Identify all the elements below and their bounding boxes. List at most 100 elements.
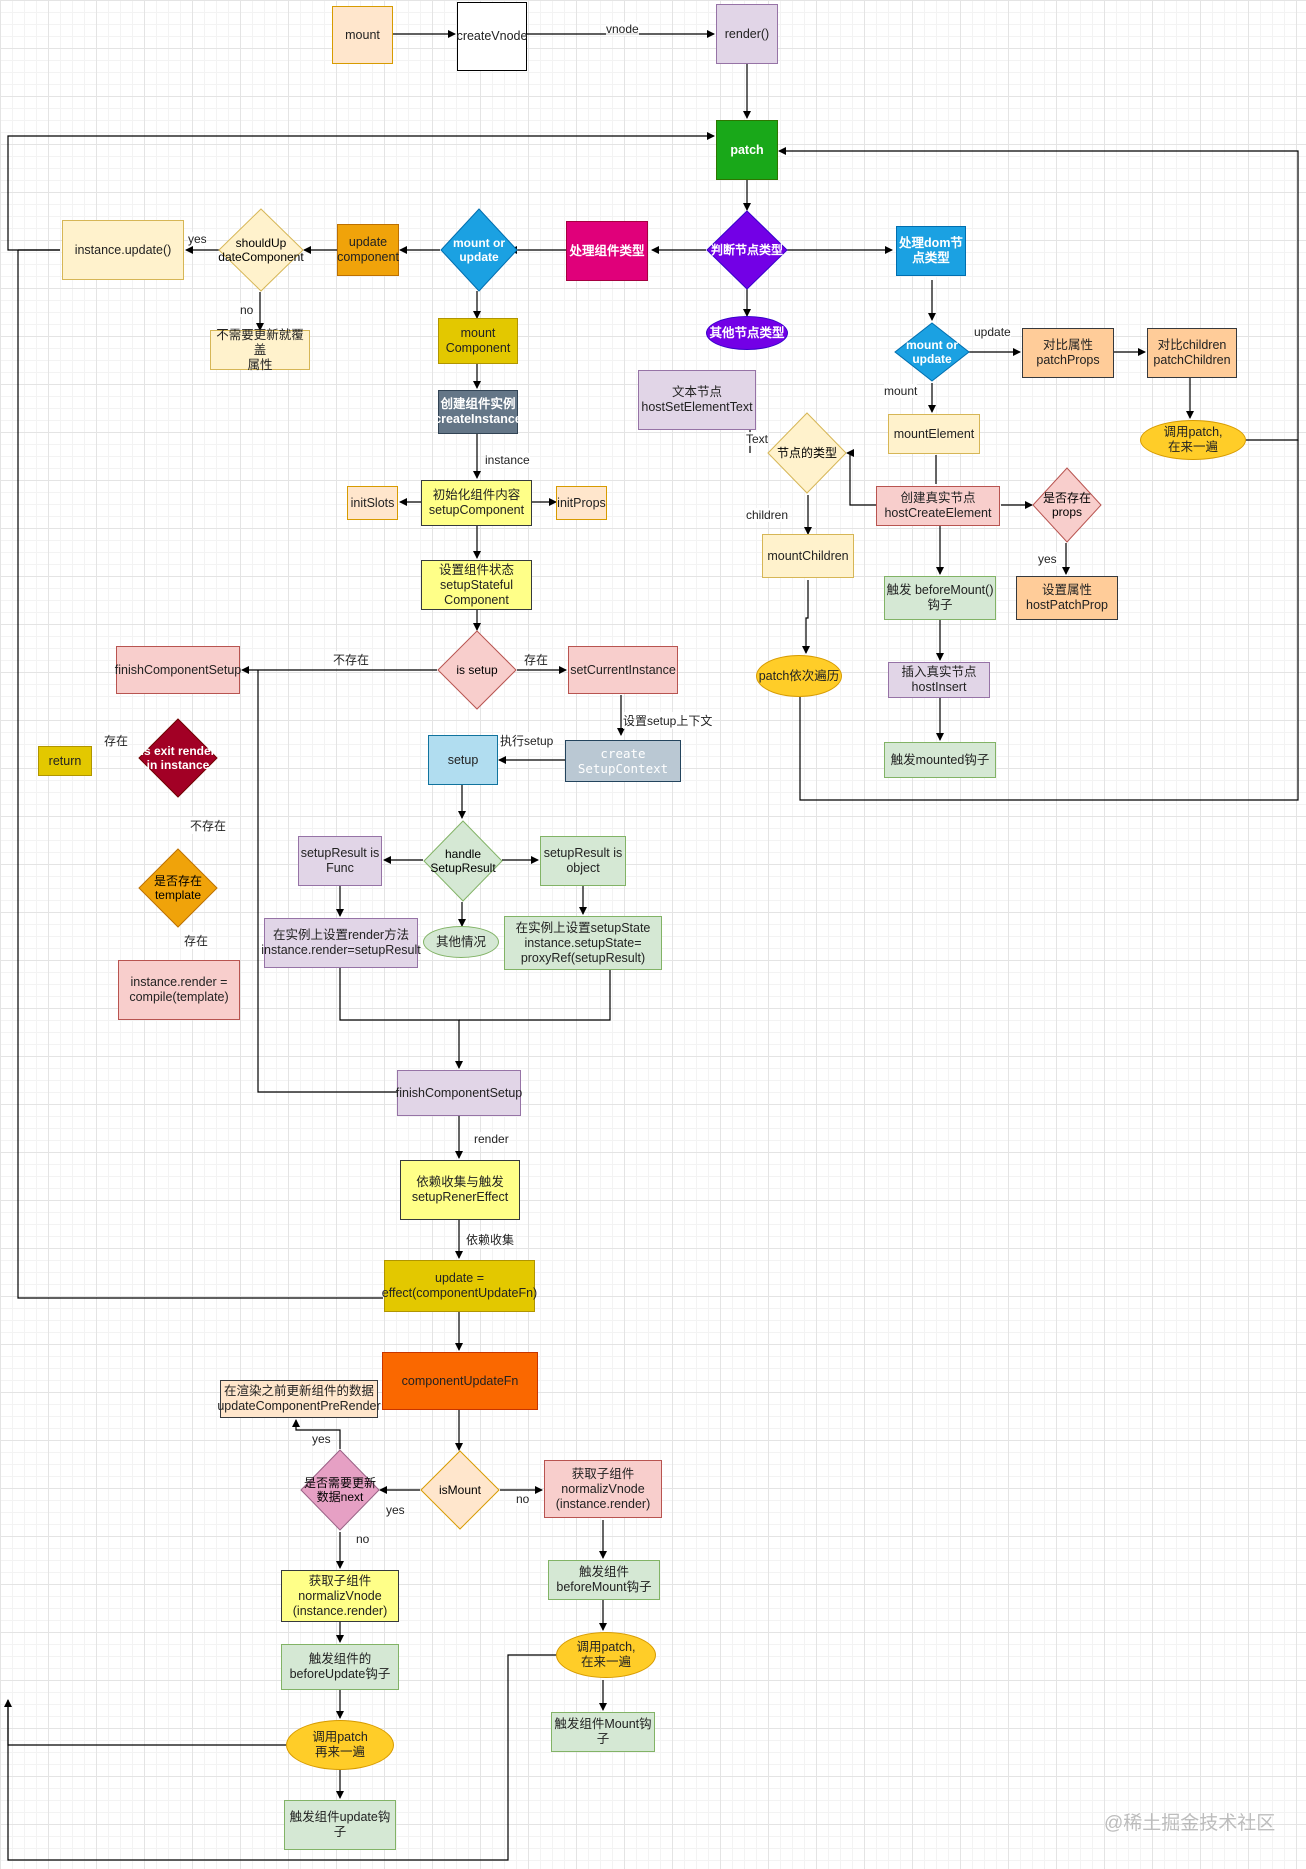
edge-label-yes-pre-render: yes xyxy=(312,1432,331,1446)
before-mount-hook-component-node: 触发组件 beforeMount钩子 xyxy=(548,1560,660,1600)
edge-label-exist-render: 存在 xyxy=(104,732,129,749)
edge-loop-inner xyxy=(17,250,383,1299)
mount-children-node: mountChildren xyxy=(762,534,854,578)
mount-node: mount xyxy=(332,6,393,64)
create-setup-context-node: create SetupContext xyxy=(565,740,681,782)
edge-label-no-next: no xyxy=(356,1532,370,1546)
update-component-pre-render-node: 在渲染之前更新组件的数据 updateComponentPreRender xyxy=(217,1380,381,1418)
edge-label-not-exist-setup: 不存在 xyxy=(333,651,370,668)
is-mount-diamond: isMount xyxy=(420,1450,500,1530)
call-patch-again-dom-ellipse: 调用patch, 在来一遍 xyxy=(1140,420,1246,460)
edge-label-vnode: vnode xyxy=(606,22,639,36)
updated-hook-node: 触发组件update钩子 xyxy=(284,1800,396,1850)
set-setup-state-node: 在实例上设置setupState instance.setupState= pr… xyxy=(504,916,662,970)
edge-label-exist-setup: 存在 xyxy=(524,651,549,668)
patch-each-ellipse: patch依次遍历 xyxy=(756,655,842,697)
before-mount-dom-node: 触发 beforeMount() 钩子 xyxy=(884,576,996,620)
edge-setrender-finish xyxy=(339,968,463,1069)
setup-node: setup xyxy=(428,735,498,785)
edge-label-yes-is-mount: yes xyxy=(386,1503,405,1517)
mount-or-update-label: mount or update xyxy=(453,236,505,264)
edge-label-update-dom: update xyxy=(974,325,1011,339)
is-mount-label: isMount xyxy=(438,1483,482,1497)
init-slots-node: initSlots xyxy=(347,486,398,520)
edge-label-yes-should: yes xyxy=(188,232,207,246)
patch-node: patch xyxy=(716,120,778,180)
edge-label-exist-template: 存在 xyxy=(184,932,209,949)
return-node: return xyxy=(38,746,92,776)
is-exit-render-label: is exit render in instance xyxy=(140,744,216,772)
has-template-label: 是否存在 template xyxy=(153,874,202,902)
edge-patch-loop-left xyxy=(4,1699,286,1746)
call-patch-again-mount-ellipse: 调用patch, 在来一遍 xyxy=(556,1632,656,1678)
is-setup-diamond: is setup xyxy=(437,630,517,710)
need-update-next-label: 是否需要更新 数据next xyxy=(303,1476,376,1504)
create-instance-node: 创建组件实例 createInstance xyxy=(434,390,522,434)
process-dom-type-node: 处理dom节 点类型 xyxy=(896,226,966,276)
edge-patcheach-loop xyxy=(799,440,1299,801)
edge-label-text: Text xyxy=(746,432,769,446)
dom-mount-or-update-label: mount or update xyxy=(906,338,958,366)
createvnode-node: createVnode xyxy=(457,2,527,71)
is-setup-label: is setup xyxy=(456,663,498,677)
edge-label-render: render xyxy=(474,1132,509,1146)
edge-label-no-is-mount: no xyxy=(516,1492,530,1506)
setup-stateful-node: 设置组件状态 setupStateful Component xyxy=(421,560,532,610)
need-update-next-diamond: 是否需要更新 数据next xyxy=(300,1449,380,1531)
should-update-component-diamond: shouldUp dateComponent xyxy=(218,208,304,292)
finish-component-setup-left-node: finishComponentSetup xyxy=(115,646,241,694)
edge-patchagain-patch xyxy=(778,147,1299,441)
edge-label-instance: instance xyxy=(485,453,530,467)
dom-mount-or-update-diamond: mount or update xyxy=(894,322,970,382)
init-props-node: initProps xyxy=(556,486,607,520)
host-set-element-text-node: 文本节点 hostSetElementText xyxy=(638,370,756,430)
edge-label-set-setup-context: 设置setup上下文 xyxy=(623,712,713,729)
edge-create-nodetype xyxy=(846,449,876,506)
finish-component-setup-node: finishComponentSetup xyxy=(396,1070,522,1116)
mount-element-node: mountElement xyxy=(888,414,980,454)
edge-label-children: children xyxy=(746,508,789,522)
before-update-hook-node: 触发组件的 beforeUpdate钩子 xyxy=(281,1644,399,1690)
process-component-type-node: 处理组件类型 xyxy=(566,221,648,281)
judge-node-type-label: 判断节点类型 xyxy=(710,243,783,257)
setup-result-func-node: setupResult is Func xyxy=(298,836,382,886)
component-update-fn-node: componentUpdateFn xyxy=(382,1352,538,1410)
edge-label-execute-setup: 执行setup xyxy=(500,732,554,749)
should-update-component-label: shouldUp dateComponent xyxy=(218,236,304,264)
patch-children-node: 对比children patchChildren xyxy=(1147,328,1237,378)
no-update-override-node: 不需要更新就覆盖 属性 xyxy=(210,328,310,372)
mount-component-node: mount Component xyxy=(438,318,518,364)
setup-render-effect-node: 依赖收集与触发 setupRenerEffect xyxy=(400,1160,520,1220)
handle-setup-result-diamond: handle SetupResult xyxy=(423,820,503,902)
edge-label-no-should: no xyxy=(240,303,254,317)
node-type-label: 节点的类型 xyxy=(776,446,837,460)
get-subtree-update-node: 获取子组件 normalizVnode (instance.render) xyxy=(281,1570,399,1622)
judge-node-type-diamond: 判断节点类型 xyxy=(706,210,788,290)
edge-label-yes-props: yes xyxy=(1038,552,1057,566)
host-patch-prop-node: 设置属性 hostPatchProp xyxy=(1016,576,1118,620)
edge-mountchildren-patcheach xyxy=(802,580,810,654)
is-exit-render-diamond: is exit render in instance xyxy=(138,718,218,798)
get-subtree-mount-node: 获取子组件 normalizVnode (instance.render) xyxy=(544,1460,662,1518)
edge-setstate-finish xyxy=(459,970,611,1021)
edge-needupdate-prerender xyxy=(292,1419,341,1449)
handle-setup-result-label: handle SetupResult xyxy=(430,847,496,875)
has-template-diamond: 是否存在 template xyxy=(138,848,218,928)
edge-label-dep-collect: 依赖收集 xyxy=(466,1231,515,1248)
compile-template-node: instance.render = compile(template) xyxy=(118,960,240,1020)
edge-label-mount-dom: mount xyxy=(884,384,918,398)
edge-patchagain-loop xyxy=(7,1654,556,1861)
render-node: render() xyxy=(716,4,778,64)
host-create-element-node: 创建真实节点 hostCreateElement xyxy=(876,486,1000,526)
has-props-diamond: 是否存在 props xyxy=(1032,467,1102,543)
update-component-node: update component xyxy=(337,224,399,276)
call-patch-again-update-ellipse: 调用patch 再来一遍 xyxy=(286,1720,394,1770)
other-case-ellipse: 其他情况 xyxy=(423,926,499,958)
instance-update-node: instance.update() xyxy=(62,220,184,280)
setup-component-node: 初始化组件内容 setupComponent xyxy=(421,480,532,526)
setup-result-object-node: setupResult is object xyxy=(540,836,626,886)
set-render-method-node: 在实例上设置render方法 instance.render=setupResu… xyxy=(261,918,421,968)
other-node-type-ellipse: 其他节点类型 xyxy=(706,316,788,350)
node-type-diamond: 节点的类型 xyxy=(767,412,847,494)
